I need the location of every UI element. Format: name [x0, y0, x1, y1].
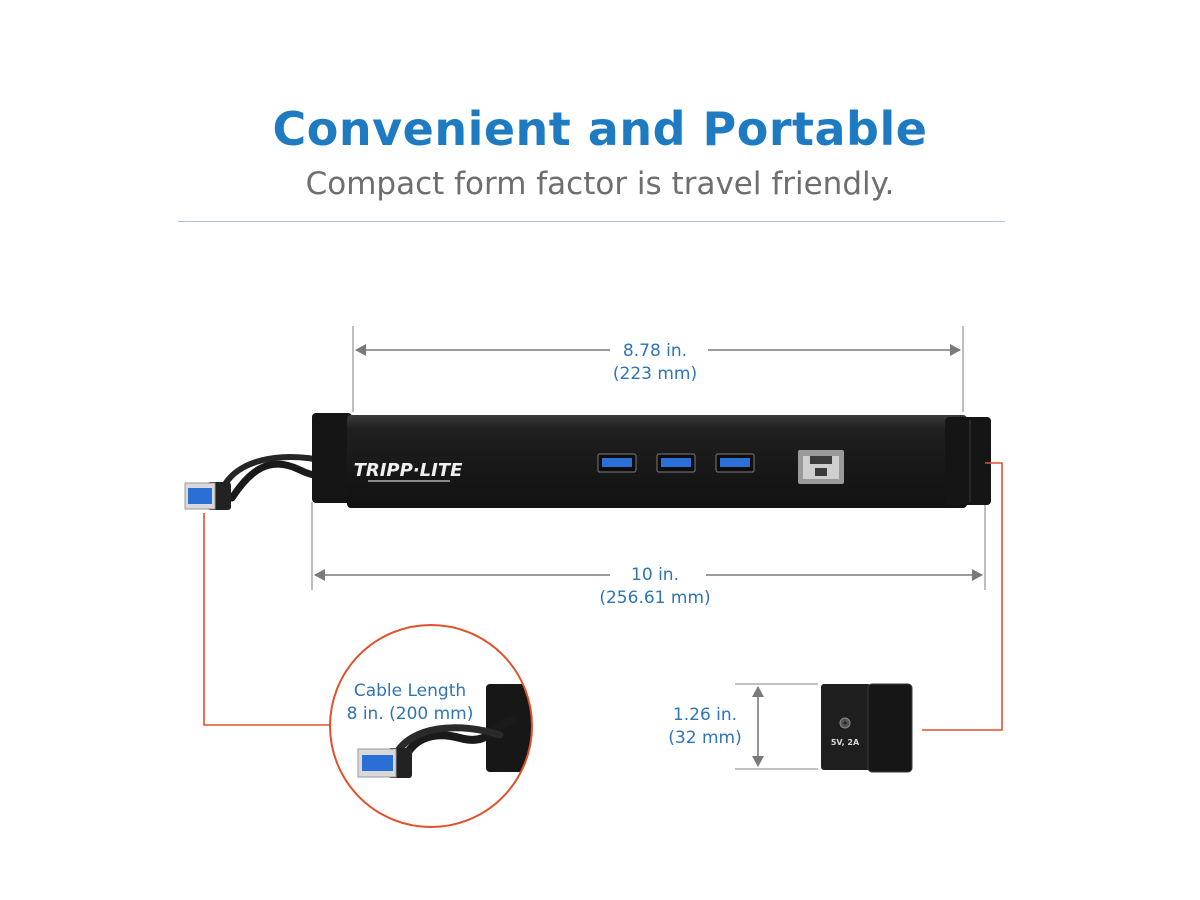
usb-port-insert [661, 458, 691, 467]
ethernet-port-contacts [810, 456, 832, 464]
dimension-bottom [311, 502, 986, 590]
dimension-top [352, 326, 964, 412]
dimension-value: 1.26 in. [672, 705, 738, 725]
callout-line-power [922, 462, 1003, 731]
cable-length-label: Cable Length 8 in. (200 mm) [330, 680, 490, 726]
usb-plug-insert [188, 488, 212, 504]
divider [178, 221, 1005, 222]
zoom-cable [391, 724, 504, 760]
dimension-metric: (256.61 mm) [599, 588, 711, 608]
usb-port-insert [720, 458, 750, 467]
zoom-end-cap [486, 684, 532, 772]
power-jack-pin [843, 721, 847, 725]
ethernet-port [798, 450, 844, 484]
callout-line-cable [203, 513, 330, 726]
power-label: 5V, 2A [831, 738, 860, 747]
cable-length-title: Cable Length [353, 681, 467, 701]
dimension-label-top: 8.78 in. (223 mm) [585, 340, 725, 386]
usb-port-insert [602, 458, 632, 467]
right-end-cap [945, 417, 991, 505]
dimension-height [735, 683, 818, 770]
dimension-metric: (32 mm) [668, 728, 742, 748]
dimension-value: 8.78 in. [622, 341, 688, 361]
zoom-cable [398, 716, 516, 769]
brand-logo: TRIPP·LITE [354, 460, 464, 481]
usb-ports [597, 453, 755, 473]
dimension-label-height: 1.26 in. (32 mm) [655, 704, 755, 750]
zoom-usb-plug-insert [362, 755, 393, 771]
page-title: Convenient and Portable [272, 102, 928, 156]
page-subtitle: Compact form factor is travel friendly. [305, 166, 895, 202]
left-end-cap [312, 413, 352, 503]
cable-zoom-circle [329, 624, 533, 828]
ethernet-port-clip [815, 468, 827, 476]
cable-length-value: 8 in. (200 mm) [346, 704, 474, 724]
dimension-label-bottom: 10 in. (256.61 mm) [580, 564, 730, 610]
device-side-view: 5V, 2A [821, 683, 913, 773]
dimension-metric: (223 mm) [612, 364, 698, 384]
dimension-value: 10 in. [631, 565, 679, 585]
side-view-cap [867, 683, 913, 773]
docking-device: TRIPP·LITE [184, 413, 991, 510]
